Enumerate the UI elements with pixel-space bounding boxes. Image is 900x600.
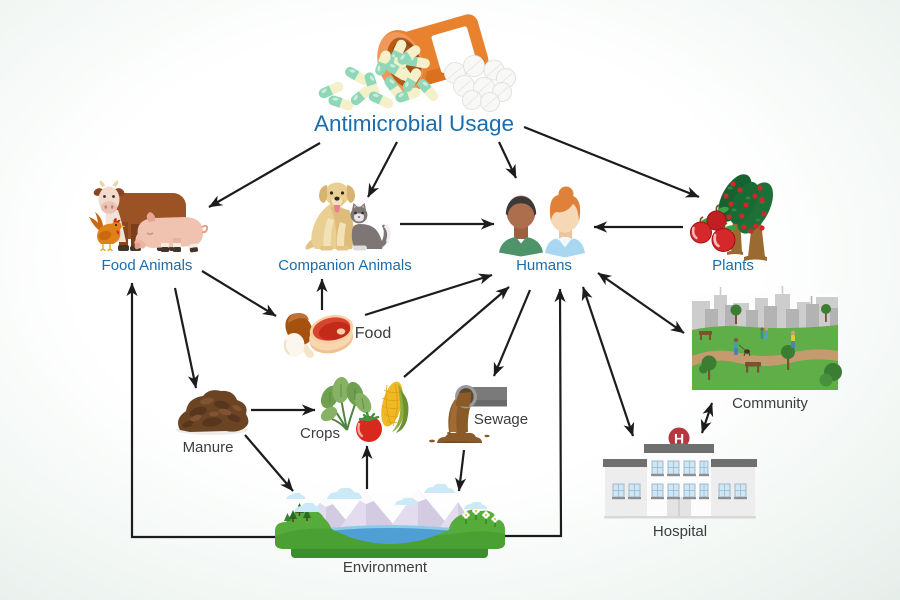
svg-text:Companion Animals: Companion Animals [278,257,411,274]
svg-text:Sewage: Sewage [474,411,528,428]
svg-text:Humans: Humans [516,257,572,274]
svg-text:Food Animals: Food Animals [102,257,193,274]
svg-text:Plants: Plants [712,257,754,274]
svg-text:Food: Food [355,325,391,342]
svg-text:Manure: Manure [183,439,234,456]
svg-text:Community: Community [732,395,808,412]
svg-text:Hospital: Hospital [653,523,707,540]
svg-text:Antimicrobial Usage: Antimicrobial Usage [314,111,514,136]
svg-text:H: H [674,431,684,447]
svg-text:Environment: Environment [343,559,428,576]
svg-text:Crops: Crops [300,425,340,442]
